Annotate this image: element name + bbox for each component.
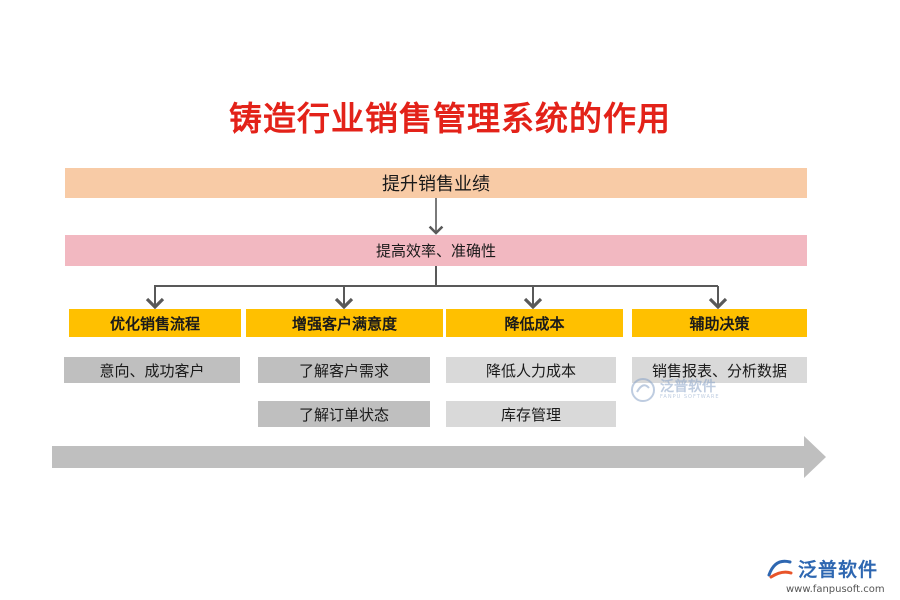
watermark-logo-icon (631, 378, 655, 402)
item-box-2-2: 了解订单状态 (258, 401, 430, 427)
top-goal-box: 提升销售业绩 (65, 168, 807, 198)
fanpu-logo-icon (767, 559, 793, 579)
category-box-3: 降低成本 (446, 309, 623, 337)
category-box-1: 优化销售流程 (69, 309, 241, 337)
item-box-2-1: 了解客户需求 (258, 357, 430, 383)
progress-arrow (52, 436, 826, 478)
brand-url: www.fanpusoft.com (786, 584, 885, 595)
category-box-4: 辅助决策 (632, 309, 807, 337)
brand-name: 泛普软件 (798, 558, 879, 581)
item-box-3-2: 库存管理 (446, 401, 616, 427)
brand-logo: 泛普软件 (766, 554, 891, 582)
watermark-subtext: FANPU SOFTWARE (660, 394, 720, 400)
category-box-2: 增强客户满意度 (246, 309, 443, 337)
watermark: 泛普软件 FANPU SOFTWARE (630, 374, 730, 406)
middle-goal-box: 提高效率、准确性 (65, 235, 807, 266)
item-box-1-1: 意向、成功客户 (64, 357, 240, 383)
watermark-text: 泛普软件 (660, 379, 716, 395)
item-box-4-1: 销售报表、分析数据 (632, 357, 807, 383)
item-box-3-1: 降低人力成本 (446, 357, 616, 383)
page-title: 铸造行业销售管理系统的作用 (229, 99, 671, 138)
